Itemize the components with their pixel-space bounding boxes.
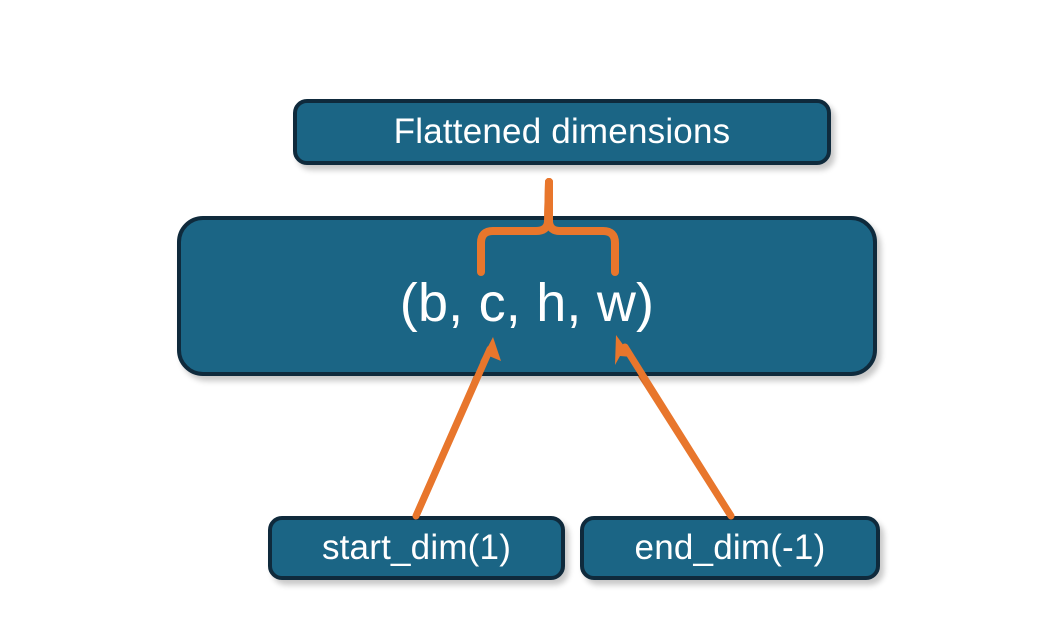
node-start-dim-label: start_dim(1): [321, 527, 512, 567]
node-end-dim[interactable]: end_dim(-1): [580, 516, 880, 580]
node-flattened-dimensions-label: Flattened dimensions: [393, 111, 731, 151]
node-tensor-shape[interactable]: (b, c, h, w): [177, 216, 877, 376]
node-start-dim[interactable]: start_dim(1): [268, 516, 565, 580]
node-flattened-dimensions[interactable]: Flattened dimensions: [293, 99, 831, 165]
node-end-dim-label: end_dim(-1): [634, 527, 826, 567]
node-tensor-shape-label: (b, c, h, w): [399, 272, 655, 333]
